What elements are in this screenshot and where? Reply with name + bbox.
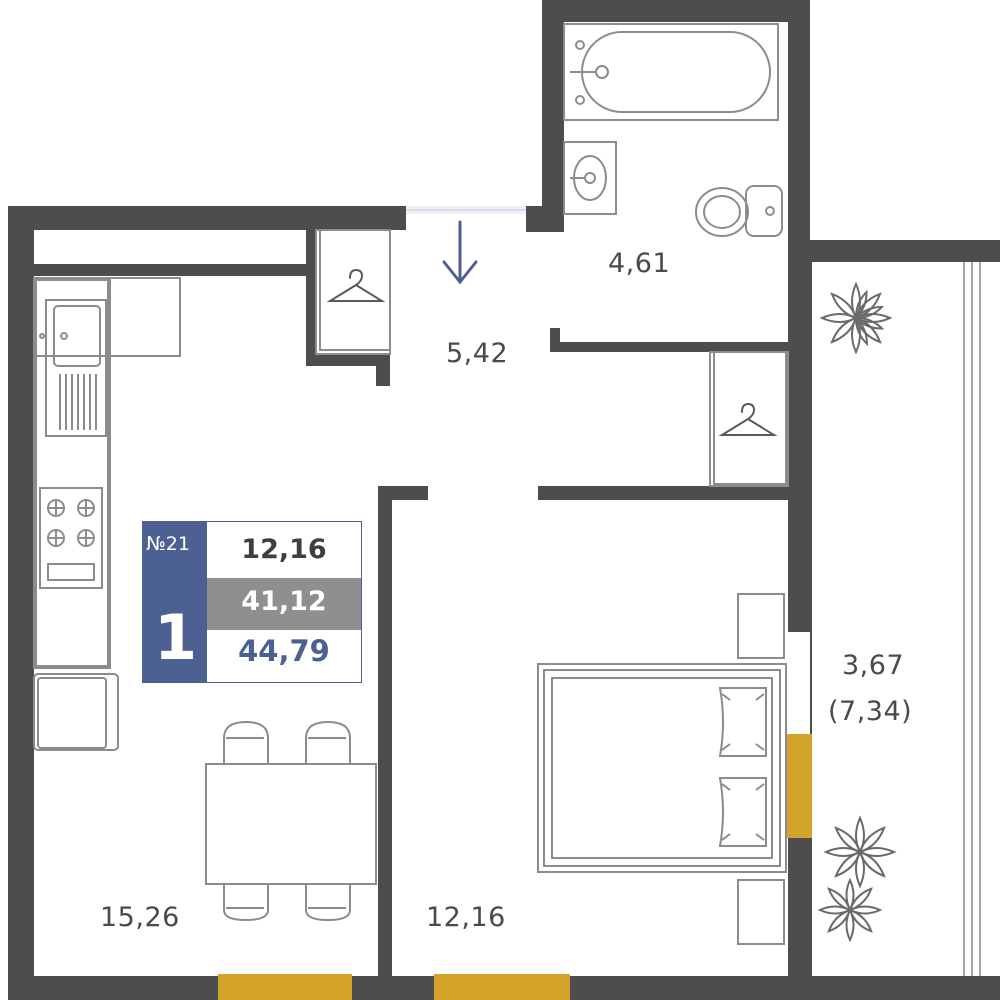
bathroom-area-label: 4,61 xyxy=(608,248,671,279)
living-area-value: 12,16 xyxy=(241,534,327,565)
apartment-number: №21 xyxy=(146,533,190,555)
toilet-icon xyxy=(695,185,783,237)
plant-icon xyxy=(817,815,897,943)
apartment-info-badge: №21 1 12,16 41,12 44,79 xyxy=(142,521,362,683)
hanger-icon xyxy=(326,268,386,302)
total-area-value: 41,12 xyxy=(241,586,327,617)
kitchen-area-label: 15,26 xyxy=(100,902,180,933)
bedroom-area-label: 12,16 xyxy=(426,902,506,933)
bed-icon xyxy=(537,663,787,873)
badge-left-panel: №21 1 xyxy=(142,521,206,683)
hallway-area-label: 5,42 xyxy=(446,338,509,369)
sink-icon xyxy=(39,299,107,437)
walls xyxy=(8,0,1000,1000)
badge-right-panel: 12,16 41,12 44,79 xyxy=(206,521,362,683)
dining-table-icon xyxy=(205,720,377,922)
room-count: 1 xyxy=(154,601,198,674)
total-area-background xyxy=(207,578,361,630)
plant-icon xyxy=(819,281,893,355)
balcony-glazing xyxy=(963,262,981,976)
wardrobe-bedroom xyxy=(709,351,789,487)
nightstand xyxy=(737,593,785,945)
windows xyxy=(218,734,812,1000)
overall-area-value: 44,79 xyxy=(238,634,330,668)
entrance-door xyxy=(406,206,526,214)
balcony-area-label: 3,67 xyxy=(842,650,905,681)
door-arrow-icon xyxy=(442,220,478,285)
sink-icon xyxy=(563,141,617,215)
fridge xyxy=(33,673,119,751)
balcony-full-area-label: (7,34) xyxy=(828,696,913,727)
stove-icon xyxy=(39,487,103,589)
hanger-icon xyxy=(718,402,778,436)
bathtub-icon xyxy=(563,23,779,121)
wardrobe-hall xyxy=(315,229,391,355)
